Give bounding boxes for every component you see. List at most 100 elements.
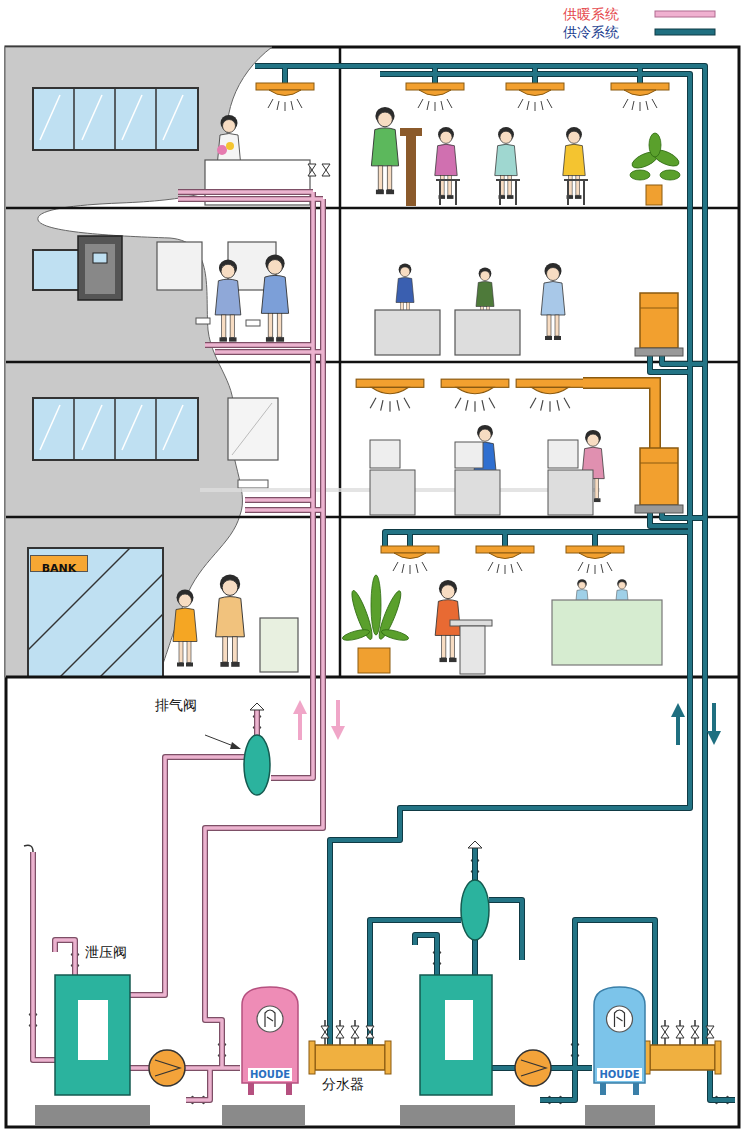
water-manifold (321, 1026, 329, 1038)
room-interior (228, 398, 278, 460)
office-scene (455, 470, 500, 515)
expansion-tank: HOUDE (240, 985, 300, 1095)
office-scene (646, 185, 662, 205)
boiler-unit (24, 845, 33, 852)
facade-window (74, 88, 156, 150)
facade-window (33, 250, 81, 290)
office-scene (439, 180, 441, 205)
flow-arrow (293, 700, 307, 714)
water-manifold (691, 1026, 699, 1038)
water-manifold (336, 1026, 344, 1038)
floor-slab (6, 676, 740, 679)
boiler-unit (585, 1105, 655, 1125)
ceiling-lamp (256, 83, 314, 111)
flow-arrow (707, 731, 721, 745)
office-scene (455, 310, 520, 355)
facade-window (33, 88, 198, 150)
office-scene (400, 128, 422, 136)
office-scene (583, 180, 585, 205)
node-label: BANK (40, 562, 79, 576)
tank-leg (286, 1083, 292, 1095)
water-manifold (309, 1041, 315, 1074)
flow-arrow (671, 703, 685, 717)
water-manifold (661, 1026, 669, 1038)
cooling-pipe (255, 66, 735, 1100)
office-scene (548, 440, 578, 468)
facade-window (163, 405, 183, 450)
boiler-unit (35, 1105, 150, 1125)
office-scene (375, 310, 440, 355)
legend-text: 供暖系统 (563, 6, 619, 22)
boiler-unit (55, 975, 130, 1095)
tank-leg (248, 1083, 254, 1095)
heating-pipe (33, 192, 323, 1100)
tank-gauge (257, 1006, 283, 1032)
flow-arrow (336, 700, 340, 728)
valve-label: 排气阀 (155, 697, 197, 713)
office-scene (499, 180, 501, 205)
legend-text: 供冷系统 (563, 24, 619, 40)
office-scene (515, 180, 517, 205)
bank-glass-front (100, 614, 163, 677)
leader-line (205, 735, 241, 749)
ceiling-lamp (256, 83, 669, 574)
fan-coil-unit (640, 308, 678, 309)
facade-window (40, 405, 60, 450)
node-text-holder: HOUDE (592, 1063, 647, 1082)
tank-leg (600, 1083, 606, 1095)
room-interior (173, 590, 197, 667)
heating-pipe (33, 192, 323, 1100)
legend-sample (655, 11, 715, 17)
office-scene (660, 170, 680, 180)
valve-symbol (308, 164, 316, 176)
facade-window (114, 398, 116, 460)
circulation-pump (515, 1050, 551, 1086)
boiler-unit (222, 1105, 305, 1125)
node-text-holder: HOUDE (240, 1063, 300, 1082)
air-separator (244, 703, 489, 940)
tank-gauge (265, 1010, 275, 1027)
water-manifold (676, 1026, 684, 1038)
facade-window (122, 405, 142, 450)
room-interior (217, 145, 227, 155)
fan-coil-unit (640, 293, 678, 348)
floor-slab (6, 361, 740, 364)
node-label: HOUDE (597, 1068, 641, 1081)
facade-window (82, 405, 102, 450)
boiler-unit (445, 1000, 473, 1060)
ceiling-lamp (441, 379, 509, 412)
fan-coil-unit (635, 505, 683, 513)
floor-slab (6, 207, 740, 210)
tank-leg (633, 1083, 639, 1095)
office-scene (380, 628, 409, 643)
boiler-unit (24, 845, 655, 1125)
air-separator (468, 841, 482, 848)
water-manifold (315, 1045, 385, 1070)
office-scene (450, 620, 492, 626)
legend-item: 供暖系统 (563, 5, 619, 23)
ceiling-lamp (611, 83, 669, 111)
ceiling-lamp (516, 379, 584, 412)
water-manifold (309, 1020, 721, 1074)
circulation-pump (521, 1060, 546, 1076)
tank-body (242, 987, 298, 1083)
water-manifold (650, 1045, 715, 1070)
cooling-pipe (255, 66, 735, 1100)
facade-window (163, 95, 183, 140)
bank-glass-front (28, 548, 163, 677)
room-interior (261, 254, 288, 341)
valve-symbol (322, 164, 330, 176)
facade-window (122, 95, 142, 140)
circulation-pump (149, 1050, 185, 1086)
air-separator (250, 703, 264, 710)
node-text-holder: BANK (31, 557, 87, 576)
legend-item: 供冷系统 (563, 23, 619, 41)
facade-door (78, 236, 122, 300)
office-scene (552, 600, 662, 665)
flow-arrow (676, 715, 680, 745)
